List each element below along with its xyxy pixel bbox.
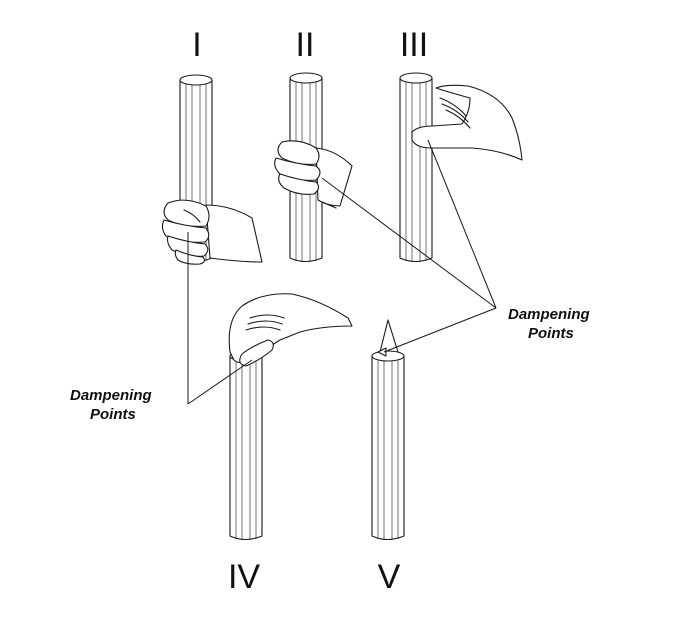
hand-grip-icon <box>274 140 353 209</box>
tube-3 <box>399 72 433 263</box>
callout-right-line1: Dampening <box>508 306 590 323</box>
hand-finger-icon <box>411 84 523 161</box>
label-tube-1: I <box>192 26 201 64</box>
callout-left-line1: Dampening <box>70 387 152 404</box>
label-tube-4: IV <box>228 558 260 596</box>
label-tube-5: V <box>378 558 401 596</box>
label-tube-3: III <box>400 26 428 64</box>
hand-grip-icon <box>161 199 263 265</box>
hand-finger-icon <box>228 293 353 367</box>
label-tube-2: II <box>296 26 315 64</box>
callout-right-line2: Points <box>528 325 574 342</box>
callout-left-line2: Points <box>90 406 136 423</box>
tube-5 <box>371 350 405 541</box>
leader-lines <box>187 139 497 405</box>
tube-4 <box>229 350 263 541</box>
